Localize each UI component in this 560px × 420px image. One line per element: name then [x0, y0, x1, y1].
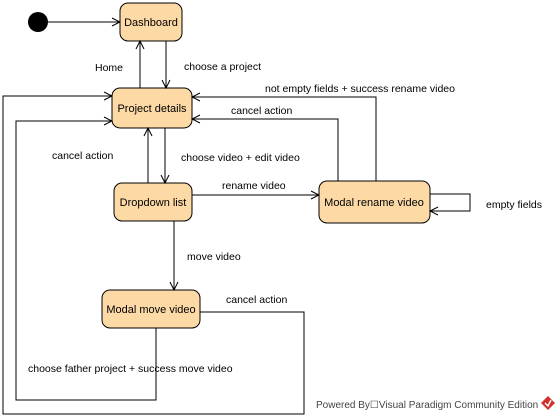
label-cancel-rename: cancel action	[231, 105, 292, 117]
state-modal-move[interactable]: Modal move video	[101, 289, 201, 329]
state-modal-rename-label: Modal rename video	[324, 197, 424, 209]
label-rename-video: rename video	[222, 180, 286, 192]
label-empty-fields: empty fields	[486, 199, 542, 211]
state-dashboard-label: Dashboard	[124, 17, 178, 29]
label-move-success: choose father project + success move vid…	[28, 363, 233, 375]
edge-rename-success	[192, 97, 377, 181]
state-modal-move-label: Modal move video	[106, 304, 195, 316]
label-rename-success: not empty fields + success rename video	[265, 83, 455, 95]
label-choose-video: choose video + edit video	[181, 152, 300, 164]
edge-cancel-rename	[192, 119, 339, 181]
edge-cancel-move	[2, 96, 305, 415]
label-cancel-dropdown: cancel action	[52, 150, 113, 162]
label-choose-project: choose a project	[184, 61, 261, 73]
label-move-video: move video	[187, 251, 241, 263]
label-cancel-move: cancel action	[226, 294, 287, 306]
edge-move-success	[15, 121, 157, 401]
state-dashboard[interactable]: Dashboard	[119, 2, 183, 42]
state-dropdown-list-label: Dropdown list	[120, 197, 187, 209]
state-project-details[interactable]: Project details	[111, 87, 193, 129]
footer-text: Powered By☐Visual Paradigm Community Edi…	[316, 400, 538, 411]
state-project-details-label: Project details	[117, 103, 187, 115]
visual-paradigm-logo-icon	[541, 396, 555, 410]
edge-empty-fields	[430, 193, 471, 211]
initial-state	[28, 12, 48, 32]
state-modal-rename[interactable]: Modal rename video	[318, 180, 431, 224]
label-home: Home	[95, 62, 123, 74]
state-dropdown-list[interactable]: Dropdown list	[113, 182, 193, 222]
